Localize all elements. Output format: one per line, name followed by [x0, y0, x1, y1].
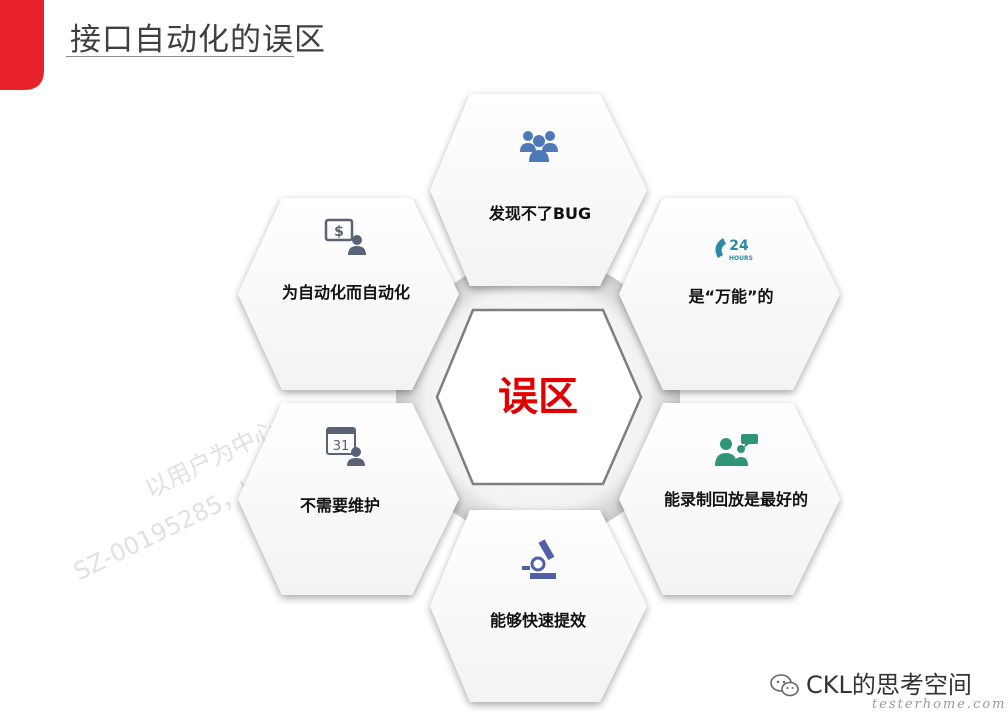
center-label: 误区: [498, 374, 578, 420]
svg-text:$: $: [334, 224, 344, 240]
team-group-icon: [520, 131, 558, 162]
wechat-icon: [770, 674, 799, 697]
title-underline: [66, 56, 294, 57]
misconception-hex-5: 31 不需要维护: [238, 403, 459, 595]
center-hex: 误区: [435, 308, 643, 486]
misconception-hex-6: $ 为自动化而自动化: [238, 198, 459, 390]
misconception-label-2: 是“万能”的: [687, 287, 773, 306]
misconception-hex-3: 能录制回放是最好的: [619, 403, 840, 595]
money-screen-person-icon: $: [324, 218, 366, 255]
slide-title: 接口自动化的误区: [70, 22, 326, 58]
misconception-label-3: 能录制回放是最好的: [664, 490, 808, 509]
calendar-person-icon: 31: [326, 427, 365, 466]
svg-text:HOURS: HOURS: [729, 255, 753, 262]
microscope-icon: [522, 539, 556, 579]
phone-24-hours-icon: 24 HOURS: [715, 238, 753, 262]
svg-text:24: 24: [729, 238, 749, 254]
footer-site: testerhome.com: [872, 697, 1007, 712]
misconception-hex-1: 发现不了BUG: [430, 94, 647, 286]
footer-brand: CKL的思考空间: [770, 665, 972, 700]
svg-text:31: 31: [333, 439, 350, 454]
misconception-label-1: 发现不了BUG: [488, 204, 591, 223]
misconception-label-5: 不需要维护: [300, 496, 380, 515]
chat-people-icon: [715, 434, 758, 466]
misconception-hex-4: 能够快速提效: [430, 510, 647, 702]
misconception-label-4: 能够快速提效: [490, 611, 586, 630]
misconception-label-6: 为自动化而自动化: [282, 283, 410, 302]
misconception-hex-2: 24 HOURS 是“万能”的: [619, 198, 840, 390]
footer-brand-text: CKL的思考空间: [806, 671, 972, 699]
corner-accent-shape: [0, 0, 44, 90]
